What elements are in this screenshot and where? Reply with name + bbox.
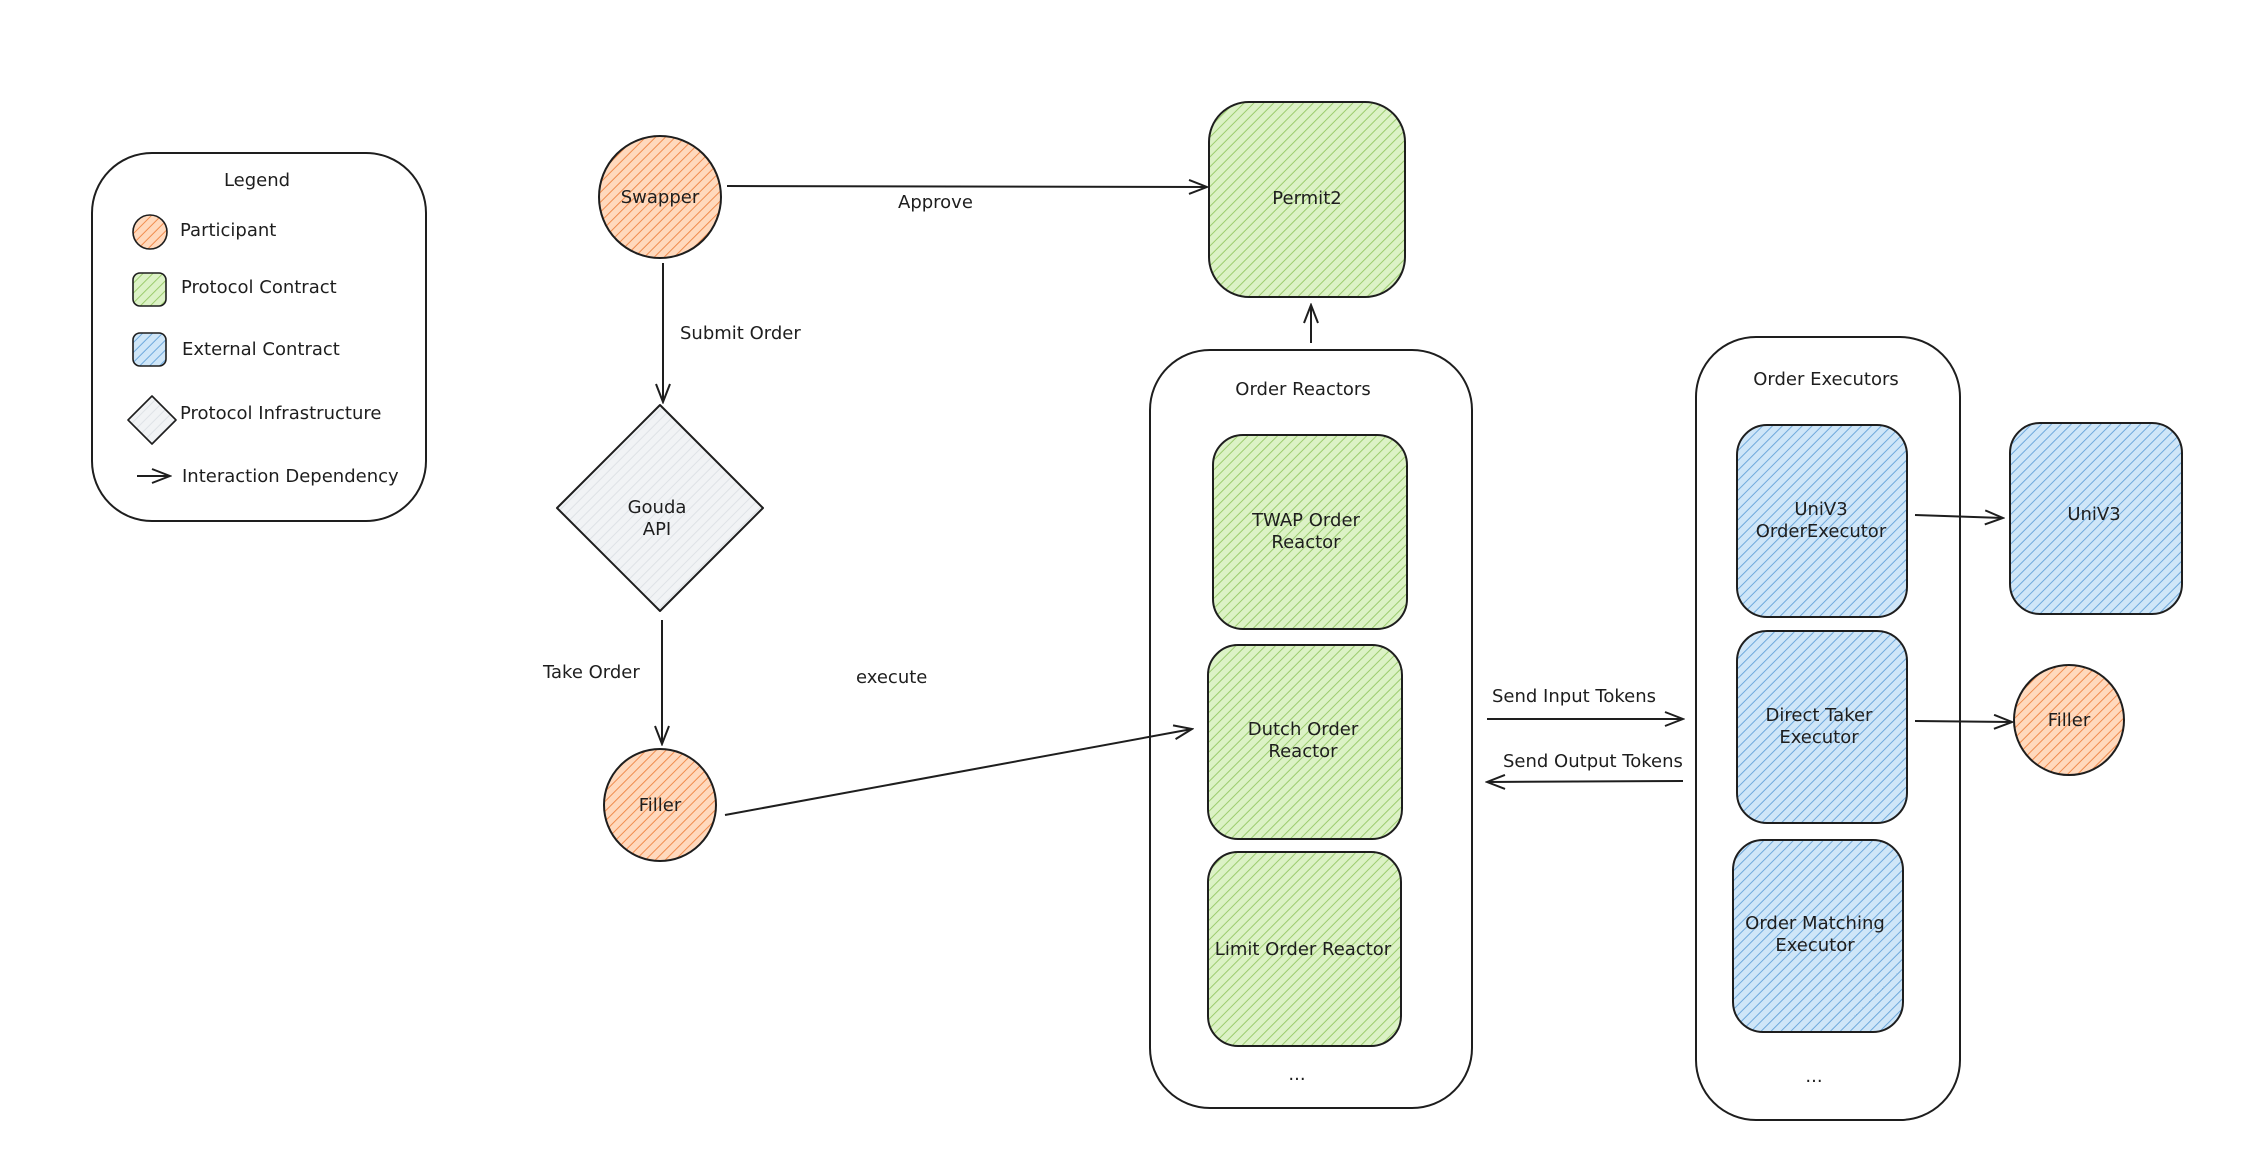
- limit-order-reactor-box: [1207, 851, 1402, 1047]
- legend-participant-label: Participant: [180, 220, 276, 241]
- legend-infra-swatch: [127, 395, 177, 445]
- filler-right-node: Filler: [2013, 664, 2125, 776]
- direct-taker-executor-box: [1736, 630, 1908, 824]
- edge-approve: [726, 186, 1207, 187]
- gouda-api-label-line1: Gouda: [628, 497, 687, 518]
- univ3-order-executor-label-line2: OrderExecutor: [1756, 521, 1887, 542]
- filler-left-label: Filler: [639, 795, 682, 816]
- order-matching-executor-box: [1732, 839, 1904, 1033]
- edge-send-input-tokens-label: Send Input Tokens: [1492, 686, 1656, 707]
- filler-left-node: Filler: [603, 748, 717, 862]
- gouda-api-label-line2: API: [643, 519, 671, 540]
- edge-direct-taker-to-filler: [1914, 721, 2012, 722]
- edge-submit-order-label: Submit Order: [680, 323, 801, 344]
- dutch-order-reactor-label-line1: Dutch Order: [1248, 719, 1359, 740]
- limit-order-reactor-label: Limit Order Reactor: [1215, 939, 1392, 960]
- univ3-node: UniV3: [2009, 422, 2183, 615]
- dutch-order-reactor-label-line2: Reactor: [1268, 741, 1338, 762]
- order-matching-executor-label-line2: Executor: [1775, 935, 1855, 956]
- legend-external-swatch: [132, 332, 167, 367]
- univ3-box: [2009, 422, 2183, 615]
- order-executors-title: Order Executors: [1753, 369, 1899, 390]
- edge-take-order-label: Take Order: [542, 662, 640, 683]
- legend-dependency-label: Interaction Dependency: [182, 466, 399, 487]
- swapper-node: Swapper: [598, 135, 722, 259]
- order-reactors-title: Order Reactors: [1235, 379, 1370, 400]
- filler-right-label: Filler: [2048, 710, 2091, 731]
- legend-external-label: External Contract: [182, 339, 340, 360]
- legend-infra-label: Protocol Infrastructure: [180, 403, 381, 424]
- permit2-node: Permit2: [1208, 101, 1406, 298]
- edge-execute-label: execute: [856, 667, 927, 688]
- edge-execute: [724, 729, 1192, 816]
- order-executors-group: Order Executors UniV3 OrderExecutor Dire…: [1695, 336, 1961, 1121]
- order-executors-more: ...: [1805, 1066, 1822, 1087]
- legend: Legend Participant Protocol Contract Ext…: [91, 152, 427, 522]
- univ3-order-executor-box: [1736, 424, 1908, 618]
- order-reactors-group: Order Reactors TWAP Order Reactor Dutch …: [1149, 349, 1473, 1109]
- order-executors-container: [1695, 336, 1961, 1121]
- legend-title: Legend: [224, 170, 290, 191]
- order-matching-executor-label-line1: Order Matching: [1745, 913, 1885, 934]
- swapper-circle: [598, 135, 722, 259]
- univ3-label: UniV3: [2067, 504, 2120, 525]
- dutch-order-reactor-box: [1207, 644, 1403, 840]
- permit2-label: Permit2: [1272, 188, 1341, 209]
- univ3-order-executor-label-line1: UniV3: [1794, 499, 1847, 520]
- edge-send-output-tokens-label: Send Output Tokens: [1503, 751, 1683, 772]
- permit2-box: [1208, 101, 1406, 298]
- legend-protocol-label: Protocol Contract: [181, 277, 337, 298]
- twap-order-reactor-label-line1: TWAP Order: [1251, 510, 1360, 531]
- filler-right-circle: [2013, 664, 2125, 776]
- order-reactors-container: [1149, 349, 1473, 1109]
- order-reactors-more: ...: [1288, 1064, 1305, 1085]
- edges: Approve Submit Order Take Order execute …: [542, 186, 2012, 816]
- legend-protocol-swatch: [132, 272, 167, 307]
- legend-participant-swatch: [132, 214, 168, 250]
- direct-taker-executor-label-line2: Executor: [1779, 727, 1859, 748]
- twap-order-reactor-label-line2: Reactor: [1271, 532, 1341, 553]
- swapper-label: Swapper: [621, 187, 700, 208]
- direct-taker-executor-label-line1: Direct Taker: [1766, 705, 1874, 726]
- filler-left-circle: [603, 748, 717, 862]
- edge-approve-label: Approve: [898, 192, 973, 213]
- gouda-api-node: Gouda API: [556, 404, 764, 612]
- edge-send-output-tokens: [1487, 781, 1684, 782]
- gouda-api-diamond: [556, 404, 764, 612]
- twap-order-reactor-box: [1212, 434, 1408, 630]
- legend-box: [91, 152, 427, 522]
